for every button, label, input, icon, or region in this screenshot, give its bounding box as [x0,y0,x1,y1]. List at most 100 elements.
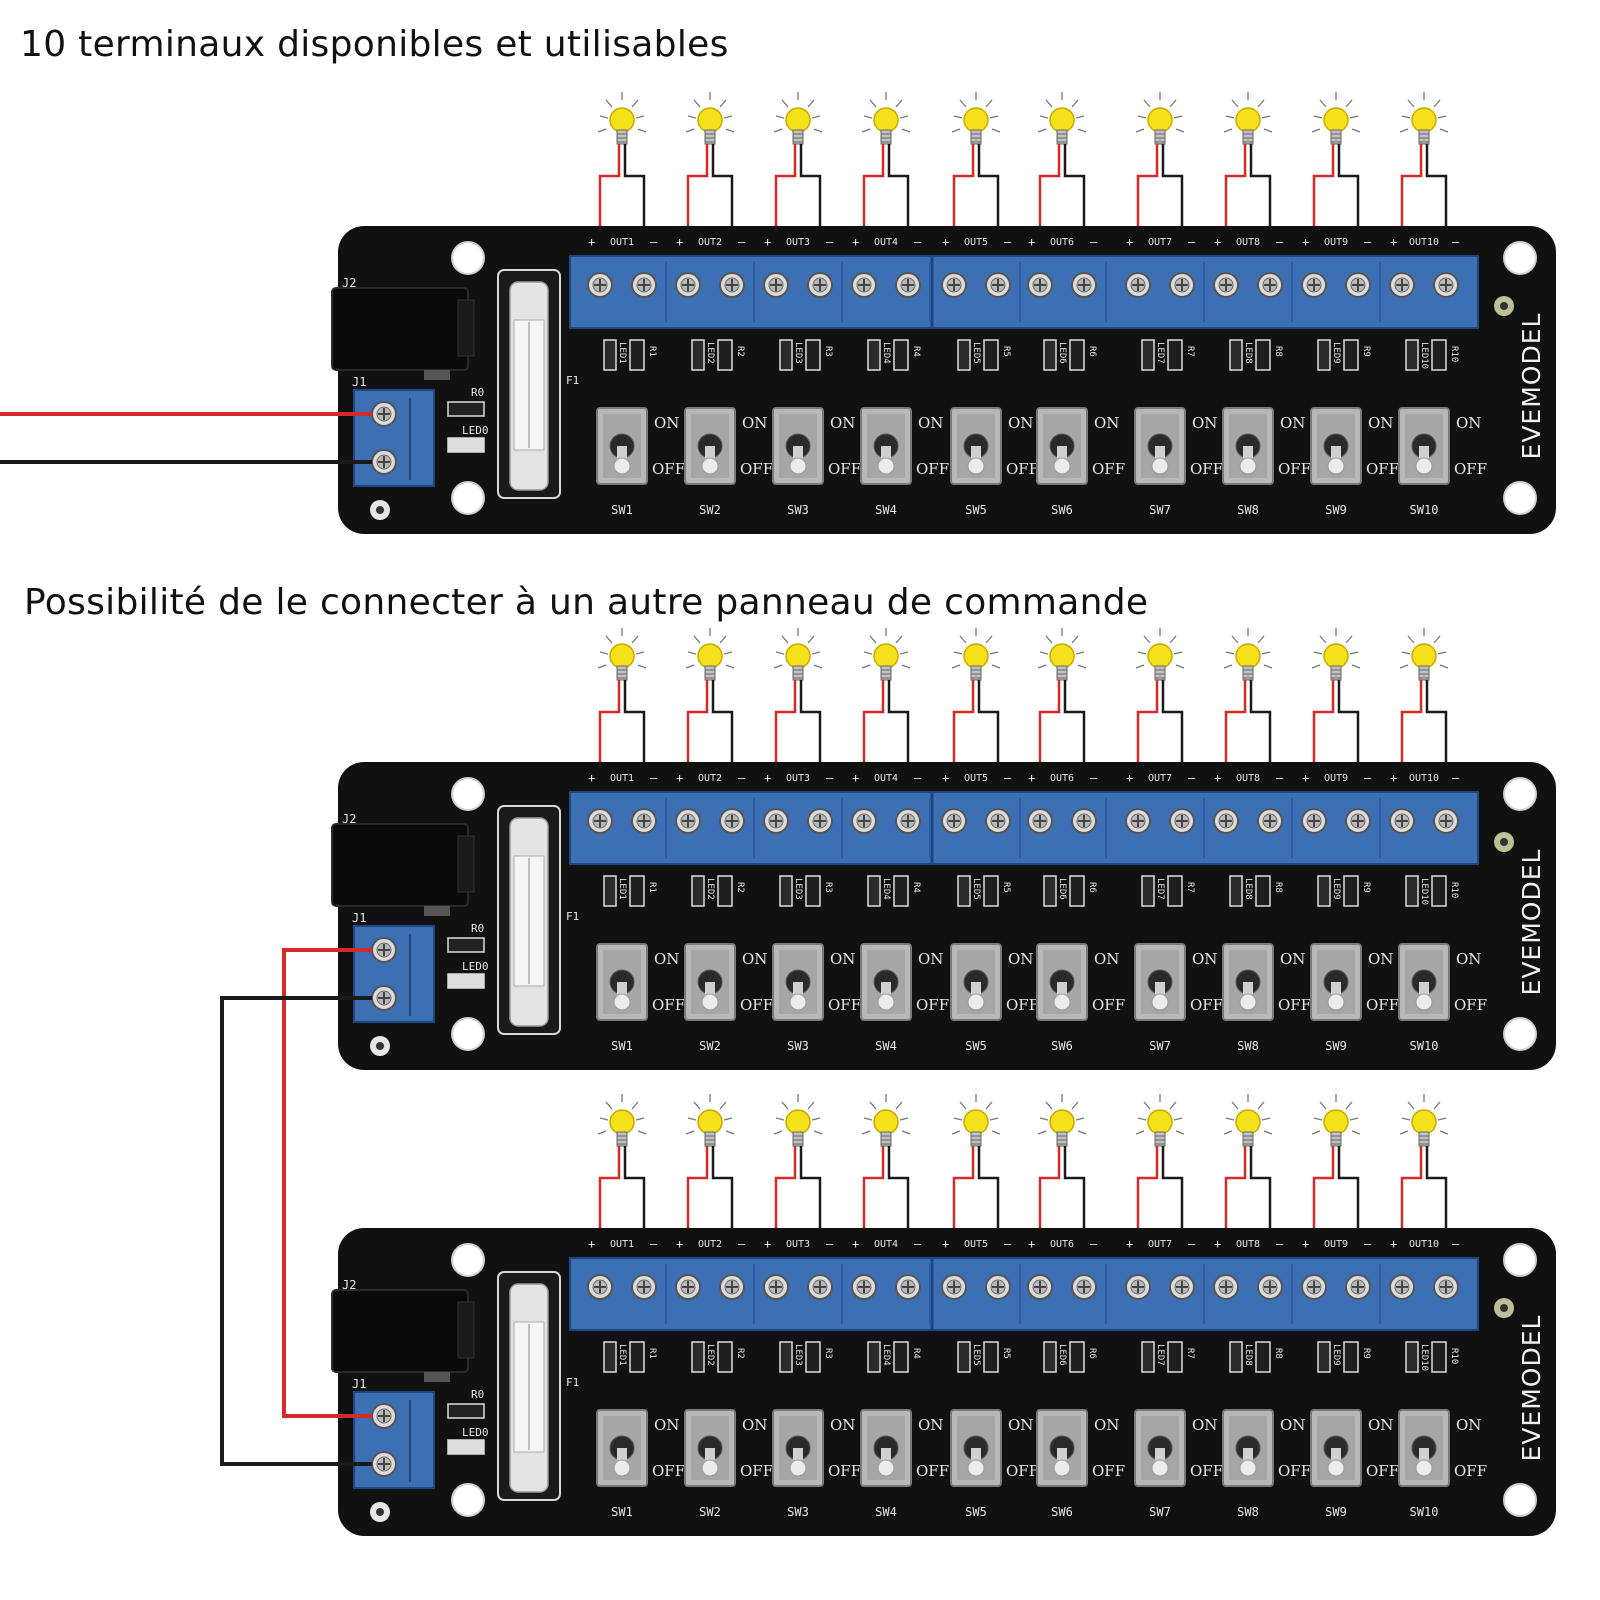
output-minus-sign: – [1276,235,1284,249]
switch-label-9: SW9 [1325,1039,1347,1053]
switch-label-2: SW2 [699,1505,721,1519]
toggle-lever-9 [1331,982,1341,1000]
switch-on-label: ON [1368,414,1393,432]
light-bulb-icon-10 [1399,628,1449,681]
output-minus-sign: – [826,235,834,249]
mounting-hole [451,1243,485,1277]
smd-component [424,906,450,916]
toggle-lever-10 [1419,1448,1429,1466]
switch-label-8: SW8 [1237,1505,1259,1519]
switch-on-label: ON [1280,1416,1305,1434]
resistor-9 [1343,875,1359,907]
switch-on-label: ON [1280,950,1305,968]
output-label-1: OUT1 [610,1239,634,1250]
resistor-2 [717,339,733,371]
light-bulb-icon-10 [1399,92,1449,145]
switch-off-label: OFF [1006,1462,1039,1480]
link-wire-negative [220,996,372,1466]
resistor-label-4: R4 [911,346,921,357]
resistor-label-8: R8 [1273,346,1283,357]
switch-label-6: SW6 [1051,1039,1073,1053]
output-minus-sign: – [914,771,922,785]
switch-on-label: ON [1008,1416,1033,1434]
output-label-3: OUT3 [786,237,810,248]
resistor-10 [1431,1341,1447,1373]
light-bulb-icon-8 [1223,628,1273,681]
toggle-lever-6 [1057,982,1067,1000]
brand-label: EVEMODEL [1517,313,1546,460]
input-terminal-block [353,1391,435,1489]
resistor-label-6: R6 [1087,882,1097,893]
output-label-10: OUT10 [1409,1239,1439,1250]
switch-off-label: OFF [1366,996,1399,1014]
switch-off-label: OFF [828,1462,861,1480]
resistor-8 [1255,1341,1271,1373]
switch-on-label: ON [1368,950,1393,968]
mounting-hole [1503,241,1537,275]
resistor-6 [1069,339,1085,371]
switch-off-label: OFF [1190,460,1223,478]
r0-label: R0 [471,1388,484,1401]
led-8 [1229,875,1243,907]
toggle-lever-4 [881,446,891,464]
led-4 [867,339,881,371]
switch-on-label: ON [830,950,855,968]
output-minus-sign: – [914,1237,922,1251]
resistor-3 [805,875,821,907]
led-7 [1141,339,1155,371]
switch-label-5: SW5 [965,503,987,517]
led-3 [779,875,793,907]
resistor-label-2: R2 [735,882,745,893]
input-terminal-label: J1 [352,375,366,389]
r0-label: R0 [471,386,484,399]
switch-off-label: OFF [1092,996,1125,1014]
resistor-label-1: R1 [647,1348,657,1359]
output-plus-sign: + [764,771,771,785]
led-2 [691,339,705,371]
output-minus-sign: – [738,1237,746,1251]
output-plus-sign: + [1302,1237,1309,1251]
switch-on-label: ON [1368,1416,1393,1434]
resistor-label-9: R9 [1361,346,1371,357]
output-plus-sign: + [588,235,595,249]
light-bulb-icon-2 [685,1094,735,1147]
led-8 [1229,1341,1243,1373]
light-bulb-icon-7 [1135,1094,1185,1147]
output-plus-sign: + [764,1237,771,1251]
output-label-1: OUT1 [610,237,634,248]
caption-connect-other-panel: Possibilité de le connecter à un autre p… [24,582,1149,623]
switch-off-label: OFF [1006,460,1039,478]
toggle-lever-5 [971,1448,981,1466]
switch-label-1: SW1 [611,1505,633,1519]
output-label-7: OUT7 [1148,1239,1172,1250]
led-label-10: LED10 [1419,342,1429,369]
resistor-5 [983,339,999,371]
switch-off-label: OFF [1366,1462,1399,1480]
output-plus-sign: + [1126,1237,1133,1251]
resistor-5 [983,875,999,907]
switch-label-8: SW8 [1237,503,1259,517]
toggle-lever-6 [1057,446,1067,464]
led-label-10: LED10 [1419,1344,1429,1371]
switch-off-label: OFF [916,460,949,478]
switch-label-2: SW2 [699,1039,721,1053]
input-terminal-label: J1 [352,911,366,925]
light-bulb-icon-5 [951,628,1001,681]
led-label-3: LED3 [793,1344,803,1366]
toggle-lever-3 [793,982,803,1000]
output-plus-sign: + [1126,235,1133,249]
output-plus-sign: + [942,235,949,249]
resistor-label-5: R5 [1001,882,1011,893]
led-4 [867,875,881,907]
resistor-8 [1255,875,1271,907]
output-minus-sign: – [826,1237,834,1251]
light-bulb-icon-3 [773,1094,823,1147]
led-label-8: LED8 [1243,342,1253,364]
led-10 [1405,875,1419,907]
output-minus-sign: – [1364,1237,1372,1251]
switch-on-label: ON [1094,1416,1119,1434]
switch-off-label: OFF [1278,460,1311,478]
switch-label-2: SW2 [699,503,721,517]
toggle-lever-2 [705,446,715,464]
switch-label-10: SW10 [1410,1505,1439,1519]
